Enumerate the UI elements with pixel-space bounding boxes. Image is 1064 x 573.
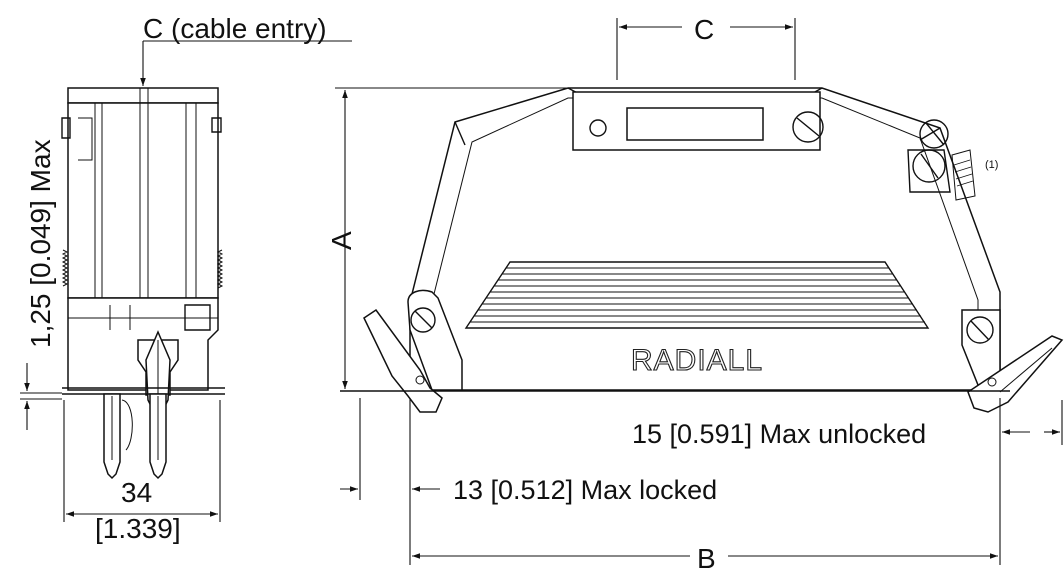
unlocked-label: 15 [0.591] Max unlocked: [632, 419, 926, 449]
grip-ridges: [61, 249, 224, 289]
cable-entry-label: C (cable entry): [143, 13, 327, 44]
rib-panel: [464, 261, 930, 329]
wall-thickness-label: 1,25 [0.049] Max: [25, 139, 56, 348]
dim-c-label: C: [694, 14, 714, 45]
brand-logo-text: RADIALL: [631, 344, 763, 377]
dim-a-label: A: [326, 231, 357, 250]
side-view: [20, 40, 352, 522]
locked-label: 13 [0.512] Max locked: [453, 475, 717, 505]
width-mm-label: 34: [121, 477, 152, 508]
front-view: [335, 18, 1064, 565]
footnote-marker: (1): [985, 159, 998, 171]
dim-b-label: B: [697, 543, 716, 573]
width-in-label: [1.339]: [95, 513, 181, 544]
